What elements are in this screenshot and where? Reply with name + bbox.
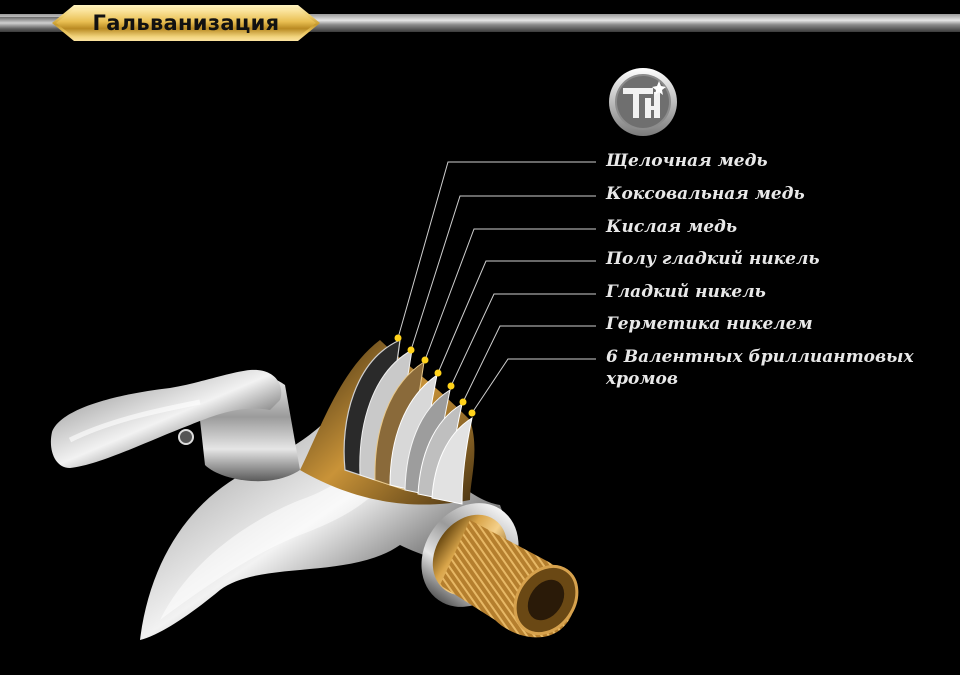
layer-label-bright-nickel: Гладкий никель xyxy=(606,282,766,302)
page-title: Гальванизация xyxy=(92,11,280,35)
plating-layers xyxy=(343,339,473,505)
faucet-brand-logo-icon xyxy=(609,68,677,136)
layer-label-nickel-seal: Герметика никелем xyxy=(606,314,813,334)
layer-label-chrome: 6 Валентных бриллиантовых хромов xyxy=(606,347,914,389)
leader-lines xyxy=(397,161,596,414)
layer-label-acid-copper: Кислая медь xyxy=(606,217,738,237)
faucet-lever xyxy=(50,369,282,468)
title-badge-inner xyxy=(56,9,316,37)
layer-label-alkaline-copper: Щелочная медь xyxy=(606,151,768,171)
layer-label-coke-copper: Коксовальная медь xyxy=(606,184,805,204)
layer-marker-dots xyxy=(394,334,476,417)
layer-label-semi-bright-nickel: Полу гладкий никель xyxy=(606,249,820,269)
header-rule-left xyxy=(0,17,70,29)
